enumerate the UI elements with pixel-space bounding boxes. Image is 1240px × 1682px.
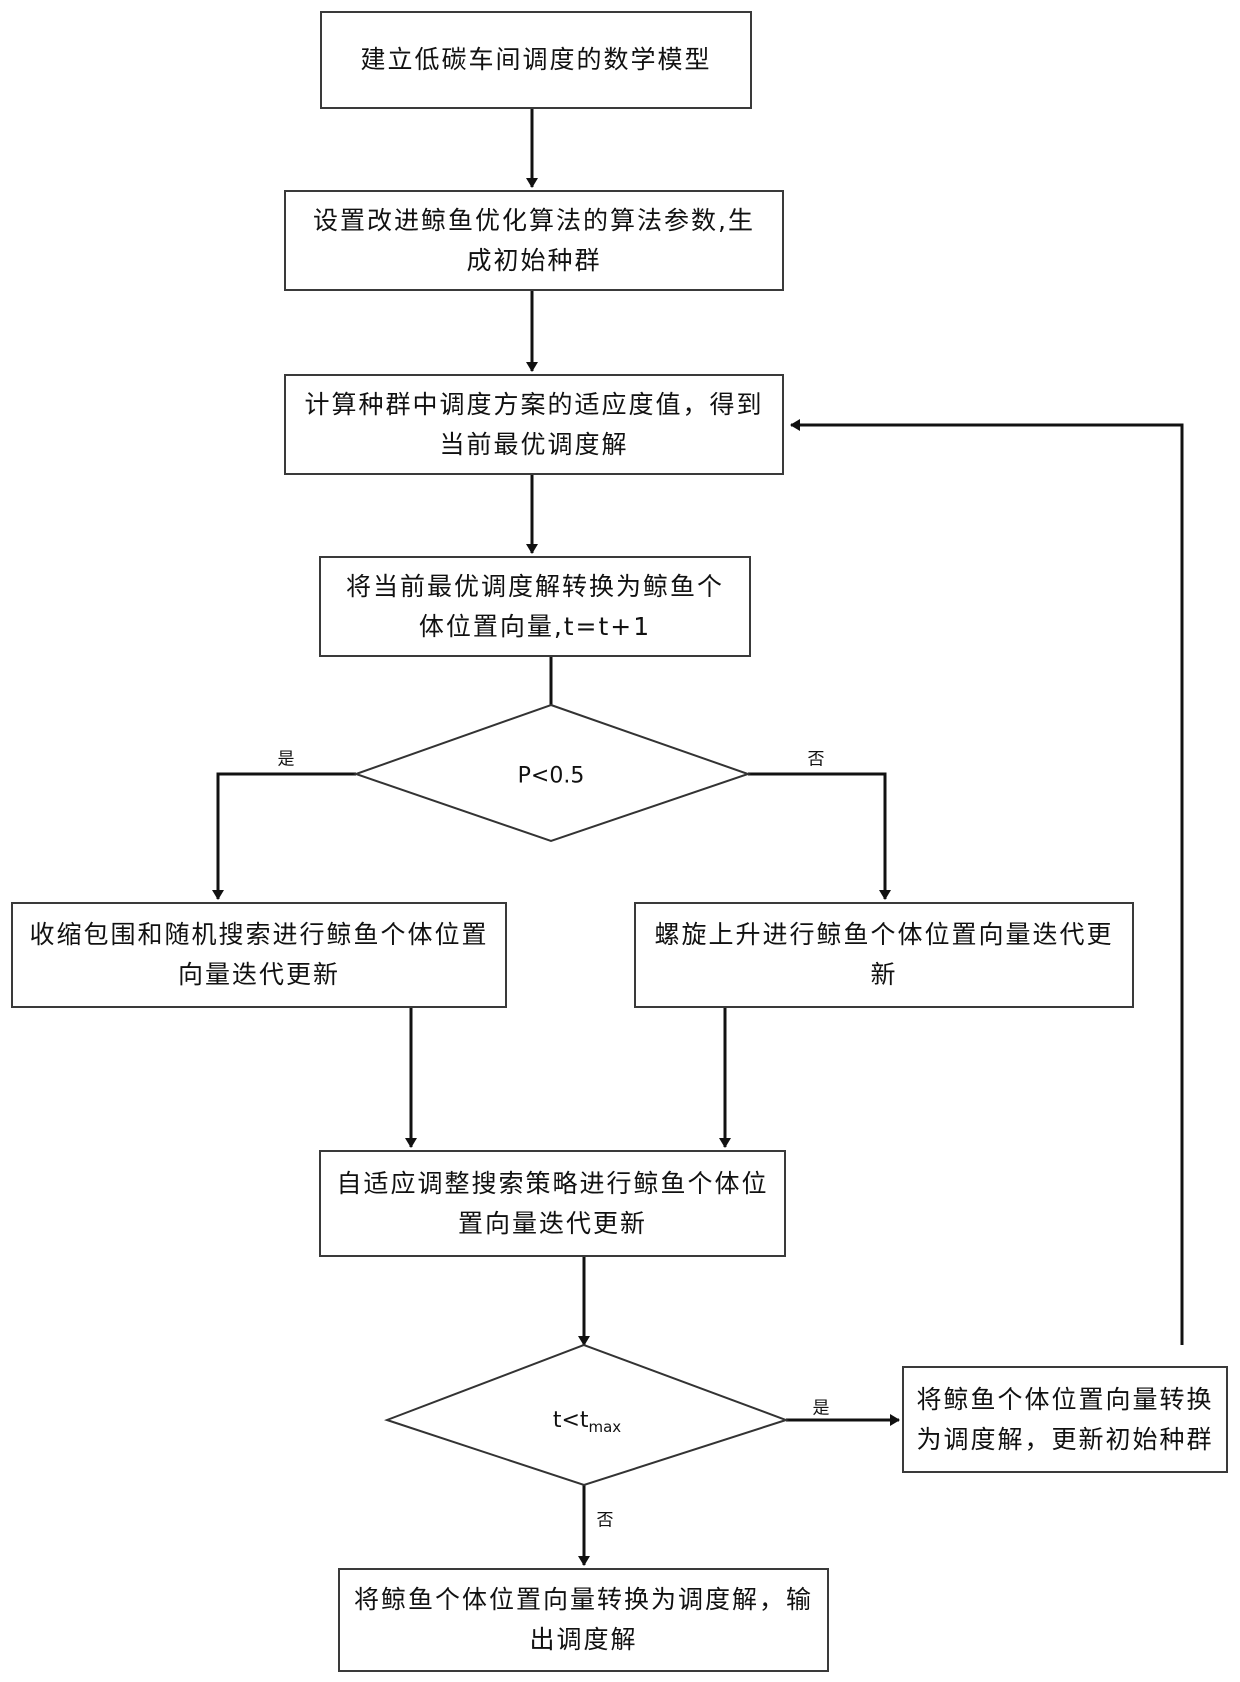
label-shrink-search: 收缩包围和随机搜索进行鲸鱼个体位置向量迭代更新 — [29, 920, 489, 989]
box-output: 将鲸鱼个体位置向量转换为调度解，输出调度解 — [338, 1568, 829, 1672]
box-build-model: 建立低碳车间调度的数学模型 — [320, 11, 752, 109]
label-build-model: 建立低碳车间调度的数学模型 — [360, 45, 712, 74]
edge-label-t-yes: 是 — [812, 1398, 830, 1419]
label-convert-update-pop: 将鲸鱼个体位置向量转换为调度解，更新初始种群 — [916, 1384, 1214, 1454]
box-convert-update-pop: 将鲸鱼个体位置向量转换为调度解，更新初始种群 — [902, 1366, 1228, 1473]
arrow-decision-yes — [212, 772, 356, 900]
decision-p-label: P<0.5 — [517, 763, 585, 789]
decision-diamond-t — [384, 1343, 790, 1487]
decision-t-label: t<tmax — [553, 1408, 621, 1436]
box-adaptive-adjust: 自适应调整搜索策略进行鲸鱼个体位置向量迭代更新 — [319, 1150, 786, 1257]
box-set-params: 设置改进鲸鱼优化算法的算法参数,生成初始种群 — [284, 190, 784, 291]
arrow-loop-back — [790, 419, 1184, 1345]
label-output: 将鲸鱼个体位置向量转换为调度解，输出调度解 — [354, 1585, 814, 1654]
decision-t-sub: max — [588, 1418, 622, 1437]
label-set-params: 设置改进鲸鱼优化算法的算法参数,生成初始种群 — [313, 205, 755, 275]
label-adaptive-adjust: 自适应调整搜索策略进行鲸鱼个体位置向量迭代更新 — [336, 1168, 769, 1238]
box-convert-to-whale: 将当前最优调度解转换为鲸鱼个体位置向量,t=t+1 — [319, 556, 751, 657]
edge-label-t-no: 否 — [596, 1510, 614, 1531]
box-shrink-search: 收缩包围和随机搜索进行鲸鱼个体位置向量迭代更新 — [11, 902, 507, 1008]
box-spiral-update: 螺旋上升进行鲸鱼个体位置向量迭代更新 — [634, 902, 1134, 1008]
arrow-decision-no — [748, 772, 891, 900]
decision-diamond-p — [352, 703, 752, 843]
box-calc-fitness: 计算种群中调度方案的适应度值，得到当前最优调度解 — [284, 374, 784, 475]
label-calc-fitness: 计算种群中调度方案的适应度值，得到当前最优调度解 — [304, 389, 764, 459]
edge-label-p-yes: 是 — [277, 749, 295, 770]
label-convert-to-whale: 将当前最优调度解转换为鲸鱼个体位置向量,t=t+1 — [345, 571, 724, 641]
edge-label-p-no: 否 — [807, 749, 825, 770]
label-spiral-update: 螺旋上升进行鲸鱼个体位置向量迭代更新 — [654, 920, 1114, 989]
decision-t-base: t<t — [552, 1407, 589, 1433]
